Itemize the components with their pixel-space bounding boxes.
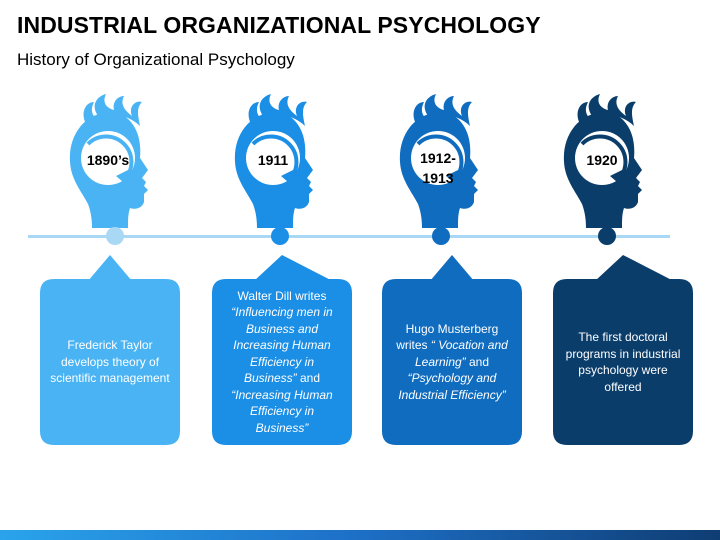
year-label-1: 1890’s	[86, 152, 130, 168]
callout-text-run: Frederick Taylor develops theory of scie…	[50, 338, 170, 386]
timeline-node-2	[271, 227, 289, 245]
bottom-accent-bar	[0, 530, 720, 540]
callout-bubble-shape-3	[382, 255, 522, 445]
head-icon-4	[552, 92, 652, 232]
callout-text-run: and	[465, 354, 490, 369]
callout-text-4: The first doctoral programs in industria…	[563, 279, 683, 445]
callout-bubble-shape-2	[212, 255, 352, 445]
callout-text-1: Frederick Taylor develops theory of scie…	[50, 279, 170, 445]
callout-text-run: The first doctoral programs in industria…	[565, 330, 681, 394]
callout-text-run: “Influencing men in Business and Increas…	[231, 305, 333, 386]
year-label-3: 1912-1913	[420, 150, 456, 186]
callout-box-2: Walter Dill writes “Influencing men in B…	[212, 255, 352, 445]
callout-box-3: Hugo Musterberg writes “ Vocation and Le…	[382, 255, 522, 445]
year-label-2: 1911	[257, 152, 289, 168]
timeline-node-3	[432, 227, 450, 245]
year-label-4: 1920	[586, 152, 618, 168]
callout-text-3: Hugo Musterberg writes “ Vocation and Le…	[392, 279, 512, 445]
timeline-line	[28, 235, 670, 238]
head-icon-3	[388, 92, 488, 232]
callout-text-run: “Psychology and Industrial Efficiency”	[398, 371, 506, 402]
callout-text-run: Hugo Musterberg writes	[396, 321, 499, 353]
callout-text-run: “ Vocation and Learning”	[414, 338, 508, 369]
page-title: INDUSTRIAL ORGANIZATIONAL PSYCHOLOGY	[17, 12, 541, 38]
head-icon-1	[58, 92, 158, 232]
page-subtitle: History of Organizational Psychology	[17, 50, 295, 69]
timeline-node-4	[598, 227, 616, 245]
callout-text-2: Walter Dill writes “Influencing men in B…	[222, 279, 342, 445]
callout-bubble-shape-1	[40, 255, 180, 445]
callout-text-run: and	[296, 371, 321, 386]
callout-box-1: Frederick Taylor develops theory of scie…	[40, 255, 180, 445]
head-icon-2	[223, 92, 323, 232]
callout-box-4: The first doctoral programs in industria…	[553, 255, 693, 445]
timeline-node-1	[106, 227, 124, 245]
callout-bubble-shape-4	[553, 255, 693, 445]
callout-text-run: Walter Dill writes	[237, 288, 327, 303]
callout-text-run: “Increasing Human Efficiency in Business…	[231, 387, 333, 435]
